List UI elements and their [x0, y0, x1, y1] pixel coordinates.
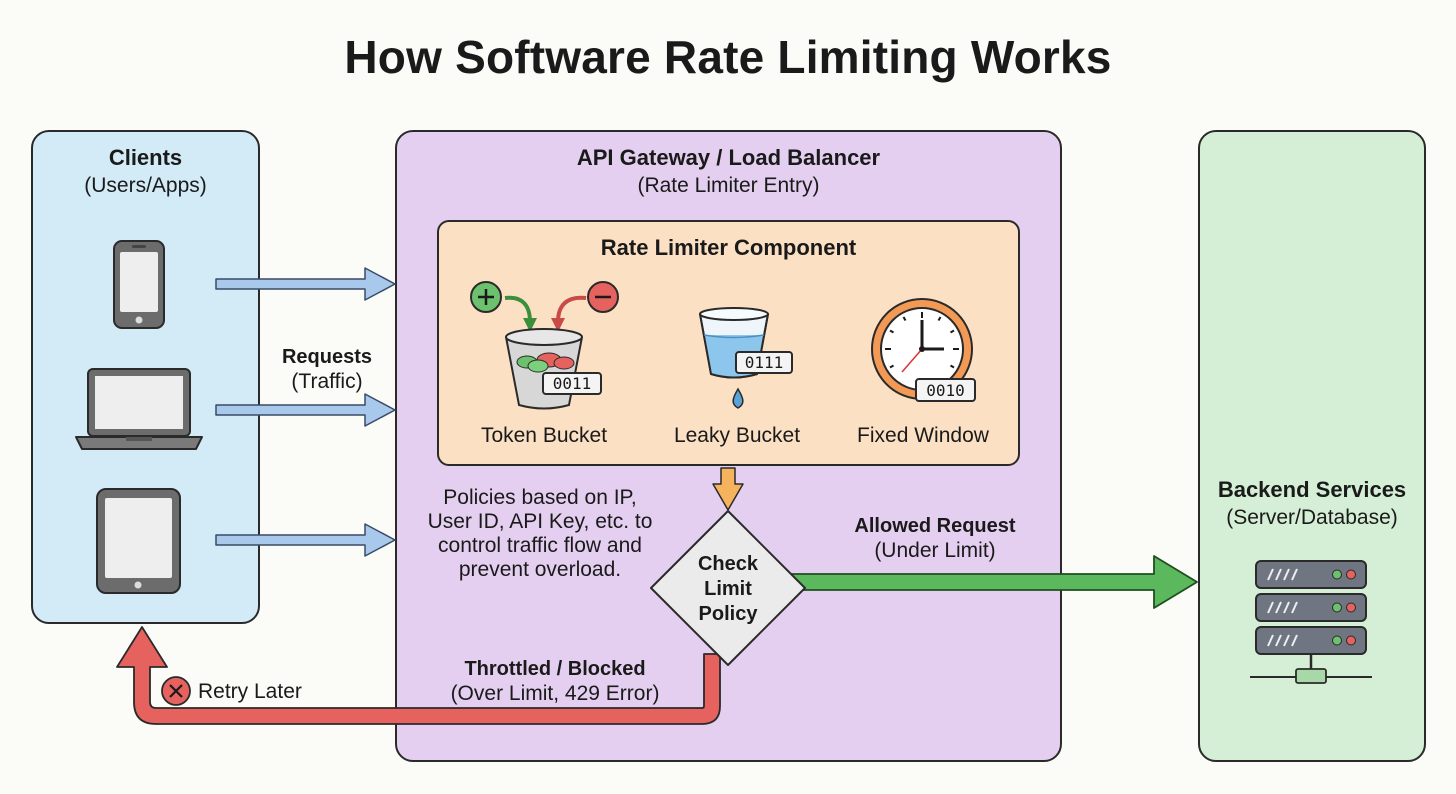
- request-arrow: [215, 393, 396, 427]
- request-arrow: [215, 267, 396, 301]
- clients-title: Clients: [108, 145, 183, 170]
- server-unit: [1255, 626, 1367, 655]
- clients-subtitle: (Users/Apps): [84, 174, 207, 197]
- server-icon: [1250, 560, 1372, 684]
- throttled-arrow: [116, 626, 721, 725]
- allowed-label: Allowed Request: [854, 515, 1016, 537]
- backend-title: Backend Services: [1217, 477, 1407, 502]
- fixed-window-label: Fixed Window: [857, 424, 989, 447]
- decision-line: Limit: [704, 578, 752, 600]
- requests-sublabel: (Traffic): [291, 370, 363, 393]
- phone-icon: [113, 240, 165, 329]
- token-bucket-icon: 0011: [470, 281, 619, 410]
- allowed-arrow: [789, 555, 1198, 609]
- retry-x-icon: [161, 676, 191, 706]
- policy-note-line: Policies based on IP,: [443, 486, 637, 509]
- throttled-sublabel: (Over Limit, 429 Error): [450, 682, 660, 705]
- policy-note-line: prevent overload.: [458, 558, 622, 581]
- policy-note-line: User ID, API Key, etc. to: [427, 510, 653, 533]
- leaky-bucket-counter: 0111: [745, 353, 784, 372]
- tablet-icon: [96, 488, 181, 594]
- limiter-to-decision-arrow: [712, 467, 744, 511]
- clock-icon: 0010: [871, 298, 976, 402]
- token-bucket-label: Token Bucket: [480, 424, 608, 447]
- server-unit: [1255, 560, 1367, 589]
- server-unit: [1255, 593, 1367, 622]
- throttled-label: Throttled / Blocked: [464, 658, 646, 680]
- policy-note: Policies based on IP, User ID, API Key, …: [405, 486, 675, 582]
- gateway-title: API Gateway / Load Balancer: [576, 145, 881, 170]
- allowed-sublabel: (Under Limit): [874, 539, 996, 562]
- retry-label: Retry Later: [198, 680, 302, 703]
- request-arrow: [215, 523, 396, 557]
- requests-label: Requests: [281, 346, 373, 368]
- backend-subtitle: (Server/Database): [1226, 506, 1398, 529]
- laptop-icon: [75, 368, 203, 450]
- policy-note-line: control traffic flow and: [438, 534, 642, 557]
- fixed-window-counter: 0010: [926, 381, 965, 400]
- diagram-title: How Software Rate Limiting Works: [344, 31, 1112, 83]
- gateway-subtitle: (Rate Limiter Entry): [637, 174, 820, 197]
- rate-limiter-title: Rate Limiter Component: [600, 235, 857, 260]
- decision-line: Policy: [699, 603, 759, 625]
- leaky-bucket-label: Leaky Bucket: [673, 424, 801, 447]
- decision-line: Check: [698, 553, 759, 575]
- leaky-bucket-icon: 0111: [699, 307, 793, 409]
- decision-diamond: Check Limit Policy: [650, 510, 806, 666]
- token-bucket-counter: 0011: [553, 374, 592, 393]
